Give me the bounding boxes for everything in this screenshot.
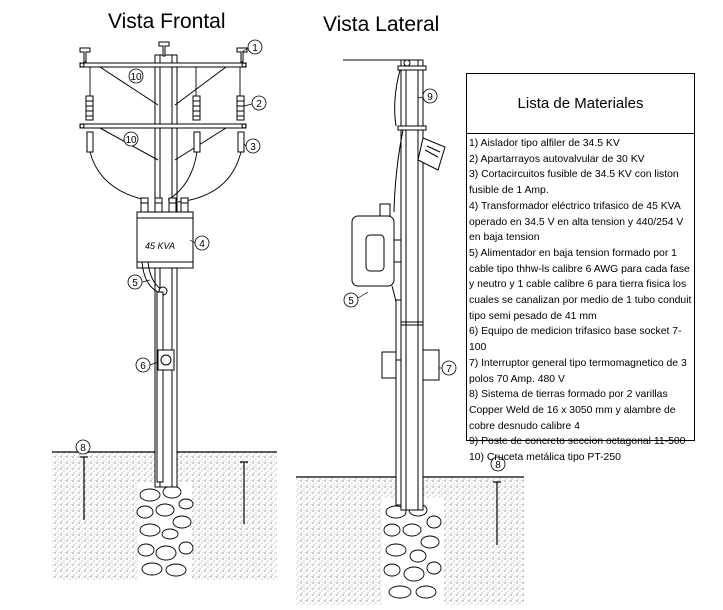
side-callouts — [343, 88, 506, 472]
callout-5-side — [343, 292, 359, 308]
callout-2 — [251, 95, 267, 111]
material-item-7: 7) Interruptor general tipo termomagneti… — [469, 357, 687, 385]
callout-5-text: 5 — [132, 278, 138, 289]
front-ground-rods — [80, 456, 248, 524]
material-item-10: 10) Cruceta metálica tipo PT-250 — [469, 452, 621, 464]
callout-4-text: 4 — [199, 239, 205, 250]
front-surge-arresters — [85, 95, 245, 121]
material-item-1: 1) Aislador tipo alfiler de 34.5 KV — [469, 138, 620, 149]
front-leader-lines — [141, 47, 253, 366]
callout-10-lower — [123, 131, 139, 147]
callout-1-text: 1 — [252, 43, 258, 54]
callout-8-side — [490, 456, 506, 472]
callout-9 — [422, 88, 438, 104]
front-view: 45 KVA — [52, 41, 277, 580]
callout-9-text: 9 — [427, 92, 433, 103]
callout-10-lower-text: 10 — [125, 135, 137, 146]
side-top-hardware — [343, 59, 427, 213]
side-transformer — [351, 203, 401, 287]
callout-10-upper-text: 10 — [130, 72, 142, 83]
callout-8-front-text: 8 — [80, 443, 86, 454]
callout-8-side-text: 8 — [495, 460, 501, 471]
side-view-title: Vista Lateral — [323, 13, 440, 36]
callout-10-upper — [128, 68, 144, 84]
callout-1 — [247, 39, 263, 55]
material-item-2: 2) Apartarrayos autovalvular de 30 KV — [469, 153, 645, 165]
side-conduit — [391, 285, 402, 506]
callout-3-text: 3 — [250, 142, 256, 153]
side-view — [296, 59, 524, 605]
side-fuse-cutout — [417, 137, 446, 171]
callout-8-front — [75, 439, 91, 455]
materials-table: Lista de Materiales 1) Aislador tipo alf… — [466, 73, 695, 463]
front-transformer — [136, 197, 194, 269]
side-cobble-base — [382, 498, 444, 605]
front-view-title: Vista Frontal — [108, 10, 226, 33]
callout-5-side-text: 5 — [348, 296, 354, 307]
material-item-9: 9) Poste de concreto seccion octagonal 1… — [469, 436, 686, 448]
side-breaker-box — [381, 349, 440, 381]
side-ground-rod — [493, 481, 501, 545]
callout-7-text: 7 — [446, 364, 452, 375]
callout-2-text: 2 — [256, 99, 262, 110]
material-item-4: 4) Transformador eléctrico trifasico de … — [469, 200, 684, 244]
callout-6-text: 6 — [140, 361, 146, 372]
material-item-6: 6) Equipo de medicion trifasico base soc… — [469, 326, 682, 354]
materials-list: 1) Aislador tipo alfiler de 34.5 KV 2) A… — [467, 134, 694, 466]
material-item-3: 3) Cortacircuitos fusible de 34.5 KV con… — [469, 169, 679, 197]
side-leader-lines — [357, 96, 442, 369]
material-item-8: 8) Sistema de tierras formado por 2 vari… — [469, 389, 676, 432]
materials-heading: Lista de Materiales — [467, 74, 694, 134]
front-callouts — [75, 39, 267, 455]
front-cobble-base — [136, 482, 194, 580]
front-meter-socket — [157, 349, 175, 371]
front-pin-insulators — [79, 41, 248, 63]
front-transformer-rating: 45 KVA — [145, 241, 175, 251]
side-pole — [400, 59, 424, 511]
material-item-5: 5) Alimentador en baja tension formado p… — [469, 247, 692, 322]
